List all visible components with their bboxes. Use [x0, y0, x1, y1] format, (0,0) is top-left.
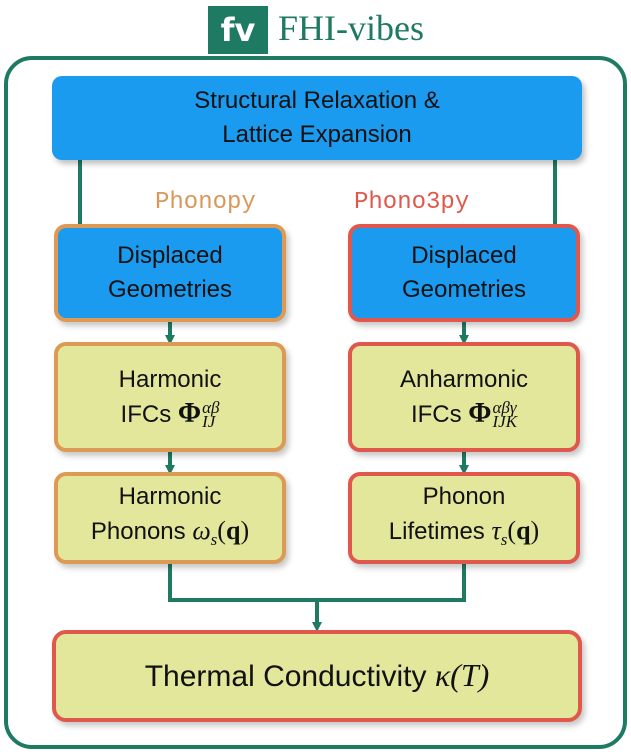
anharmonic-ifc-sup: αβγ [492, 398, 517, 418]
tau-open: ( [507, 515, 517, 545]
tau-close: ) [530, 515, 540, 545]
harmonic-phonons-box: Harmonic Phonons ωs(q) [54, 472, 286, 564]
top-line-2: Lattice Expansion [222, 121, 412, 148]
fhi-vibes-title: FHI-vibes [272, 0, 434, 56]
harmonic-ifc-prefix: IFCs [120, 400, 178, 428]
thermal-conductivity-prefix: Thermal Conductivity [144, 660, 435, 693]
structural-relaxation-box: Structural Relaxation & Lattice Expansio… [52, 76, 582, 160]
tau-sub: s [500, 529, 508, 549]
phi3-symbol: Φ [468, 397, 492, 429]
phonon-lifetimes-line-1: Phonon [422, 482, 506, 510]
harmonic-ifc-sup: αβ [202, 398, 220, 418]
right-displaced-geometries-box: Displaced Geometries [348, 224, 580, 322]
phonon-lifetimes-line-2: Lifetimes τs(q) [389, 514, 539, 557]
anharmonic-ifc-line-1: Anharmonic [399, 365, 529, 393]
kappa-symbol: κ [434, 657, 451, 693]
phonon-lifetimes-prefix: Lifetimes [388, 517, 492, 545]
left-displaced-geometries-box: Displaced Geometries [54, 224, 286, 322]
left-displaced-line-2: Geometries [107, 276, 233, 303]
phonopy-title: Phonopy [155, 189, 256, 216]
omega-symbol: ω [192, 515, 211, 545]
phi-symbol: Φ [177, 397, 202, 429]
phonon-lifetimes-box: Phonon Lifetimes τs(q) [348, 472, 580, 564]
kappa-arg: (T) [450, 657, 490, 693]
omega-q: q [225, 515, 241, 545]
harmonic-phonons-prefix: Phonons [90, 517, 193, 545]
thermal-conductivity-box: Thermal Conductivity κ(T) [52, 630, 582, 722]
anharmonic-ifc-sub: IJK [492, 412, 518, 432]
right-displaced-line-1: Displaced [411, 242, 517, 269]
omega-close: ) [240, 515, 250, 545]
tau-q: q [516, 515, 531, 545]
merge-connector [168, 564, 466, 602]
harmonic-ifc-line-1: Harmonic [118, 365, 222, 393]
omega-open: ( [217, 515, 226, 545]
harmonic-ifc-sub: IJ [202, 412, 216, 432]
harmonic-phonons-line-2: Phonons ωs(q) [91, 514, 249, 557]
top-line-1: Structural Relaxation & [194, 87, 440, 114]
tau-symbol: τ [491, 515, 501, 545]
anharmonic-ifc-prefix: IFCs [410, 400, 469, 428]
harmonic-phonons-line-1: Harmonic [118, 482, 222, 510]
thermal-conductivity-line: Thermal Conductivity κ(T) [145, 658, 490, 694]
omega-sub: s [210, 529, 218, 549]
right-displaced-line-2: Geometries [401, 276, 527, 303]
phono3py-title: Phono3py [354, 189, 470, 216]
left-displaced-line-1: Displaced [117, 242, 223, 269]
fv-logo-icon: fv [208, 6, 268, 54]
